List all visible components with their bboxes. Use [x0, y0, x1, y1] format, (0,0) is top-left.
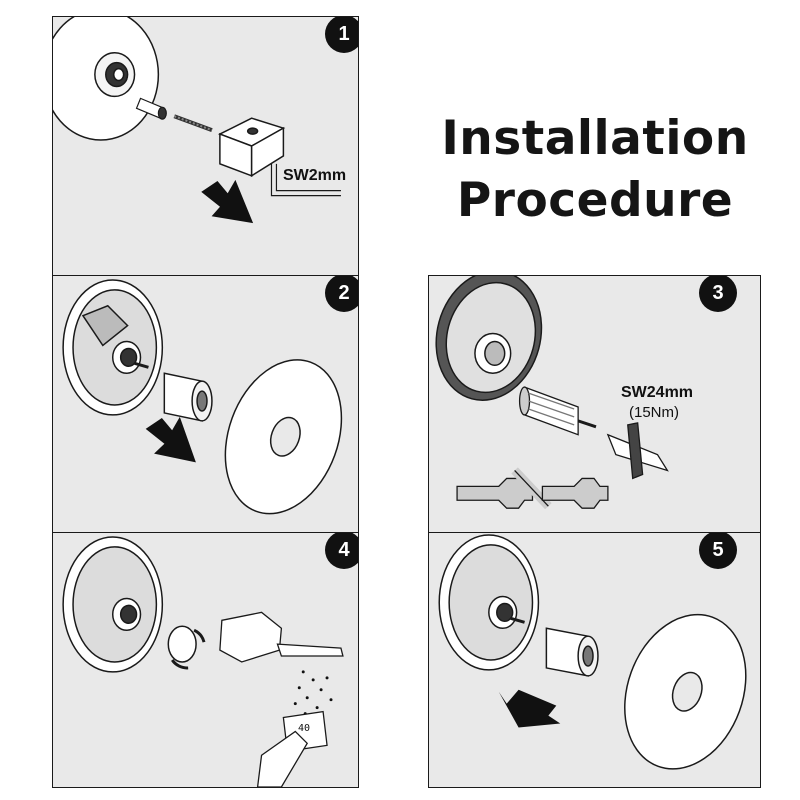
step-5-illustration [438, 534, 747, 770]
step-1-illustration [53, 17, 341, 224]
arrow-icon [201, 179, 254, 224]
step-4-panel: 40 4 [52, 532, 359, 788]
cartridge-sleeve-icon [545, 627, 599, 677]
step-1-panel: SW2mm 1 [52, 16, 359, 276]
step-2-panel: 2 [52, 275, 359, 533]
title-line-2: Procedure [456, 173, 734, 228]
cartridge-sleeve-icon [163, 372, 213, 422]
handle-icon [218, 117, 286, 178]
allen-key-size-label: SW2mm [283, 167, 347, 184]
thermometer-icon [256, 710, 328, 787]
page-title: Installation Procedure [410, 108, 780, 232]
step-3-badge: 3 [699, 276, 737, 312]
title-line-1: Installation [441, 111, 749, 166]
allen-key-icon [270, 163, 341, 197]
step-3-illustration [435, 276, 669, 510]
handle-icon [606, 422, 669, 480]
hand-shower-icon [219, 611, 344, 663]
step-2-badge: 2 [325, 276, 358, 312]
escutcheon-plate-icon [624, 613, 747, 770]
rotate-cap-icon [167, 625, 206, 670]
step-2-illustration [62, 279, 343, 515]
valve-body-icon [438, 534, 540, 671]
arrow-icon [145, 416, 196, 463]
escutcheon-plate-icon [224, 359, 343, 515]
thermometer-readout: 40 [298, 723, 311, 734]
valve-plate-icon [53, 17, 160, 141]
valve-body-icon [435, 276, 543, 401]
cartridge-icon [518, 386, 597, 436]
arrow-icon [498, 689, 561, 728]
screw-icon [173, 114, 213, 132]
valve-body-icon [62, 536, 164, 673]
step-4-badge: 4 [325, 533, 358, 569]
valve-body-icon [62, 279, 164, 416]
torque-label: (15Nm) [629, 404, 680, 421]
wrench-size-label: SW24mm [621, 384, 694, 401]
step-4-illustration [62, 536, 344, 787]
adapter-sleeve-icon [135, 97, 167, 120]
wrench-icon [456, 467, 609, 510]
step-3-panel: SW24mm (15Nm) 3 [428, 275, 761, 533]
step-5-badge: 5 [699, 533, 737, 569]
step-5-panel: 5 [428, 532, 761, 788]
step-1-badge: 1 [325, 17, 358, 53]
